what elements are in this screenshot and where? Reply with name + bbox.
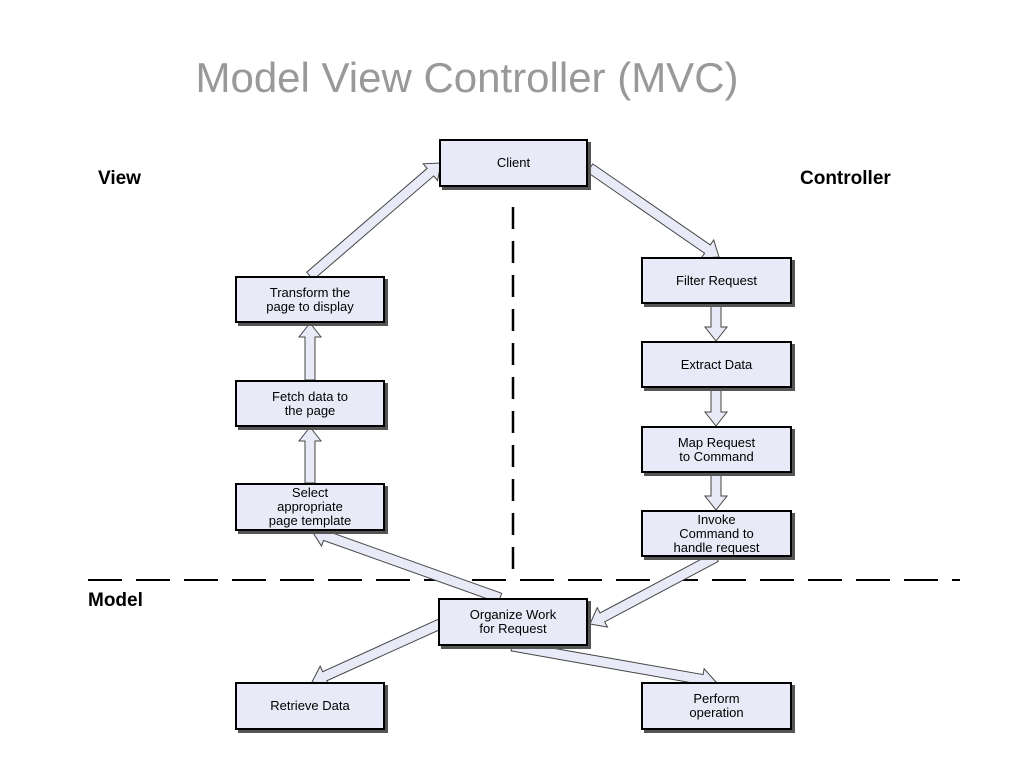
fetch-data-node: Fetch data to the page bbox=[235, 380, 385, 427]
arrow-transform-to-client bbox=[305, 162, 442, 281]
arrow-filter-to-extract bbox=[703, 303, 729, 342]
transform-page-node: Transform the page to display bbox=[235, 276, 385, 323]
client-node: Client bbox=[439, 139, 588, 187]
arrow-group bbox=[297, 162, 729, 692]
organize-work-node: Organize Work for Request bbox=[438, 598, 588, 646]
retrieve-data-node: Retrieve Data bbox=[235, 682, 385, 730]
arrow-map-to-invoke bbox=[703, 472, 729, 511]
arrow-organize-to-select bbox=[311, 524, 503, 604]
arrow-organize-to-retrieve bbox=[311, 618, 443, 687]
map-request-node: Map Request to Command bbox=[641, 426, 792, 473]
controller-label: Controller bbox=[800, 168, 891, 189]
arrow-select-to-fetch bbox=[297, 426, 323, 484]
view-label: View bbox=[98, 168, 141, 189]
extract-data-node: Extract Data bbox=[641, 341, 792, 388]
arrow-fetch-to-transform bbox=[297, 322, 323, 381]
arrow-extract-to-map bbox=[703, 387, 729, 427]
arrow-client-to-filter bbox=[586, 163, 720, 259]
model-label: Model bbox=[88, 590, 143, 611]
invoke-command-node: Invoke Command to handle request bbox=[641, 510, 792, 557]
filter-request-node: Filter Request bbox=[641, 257, 792, 304]
select-template-node: Select appropriate page template bbox=[235, 483, 385, 531]
arrow-invoke-to-organize bbox=[589, 551, 719, 628]
perform-operation-node: Perform operation bbox=[641, 682, 792, 730]
page-title: Model View Controller (MVC) bbox=[195, 54, 739, 101]
